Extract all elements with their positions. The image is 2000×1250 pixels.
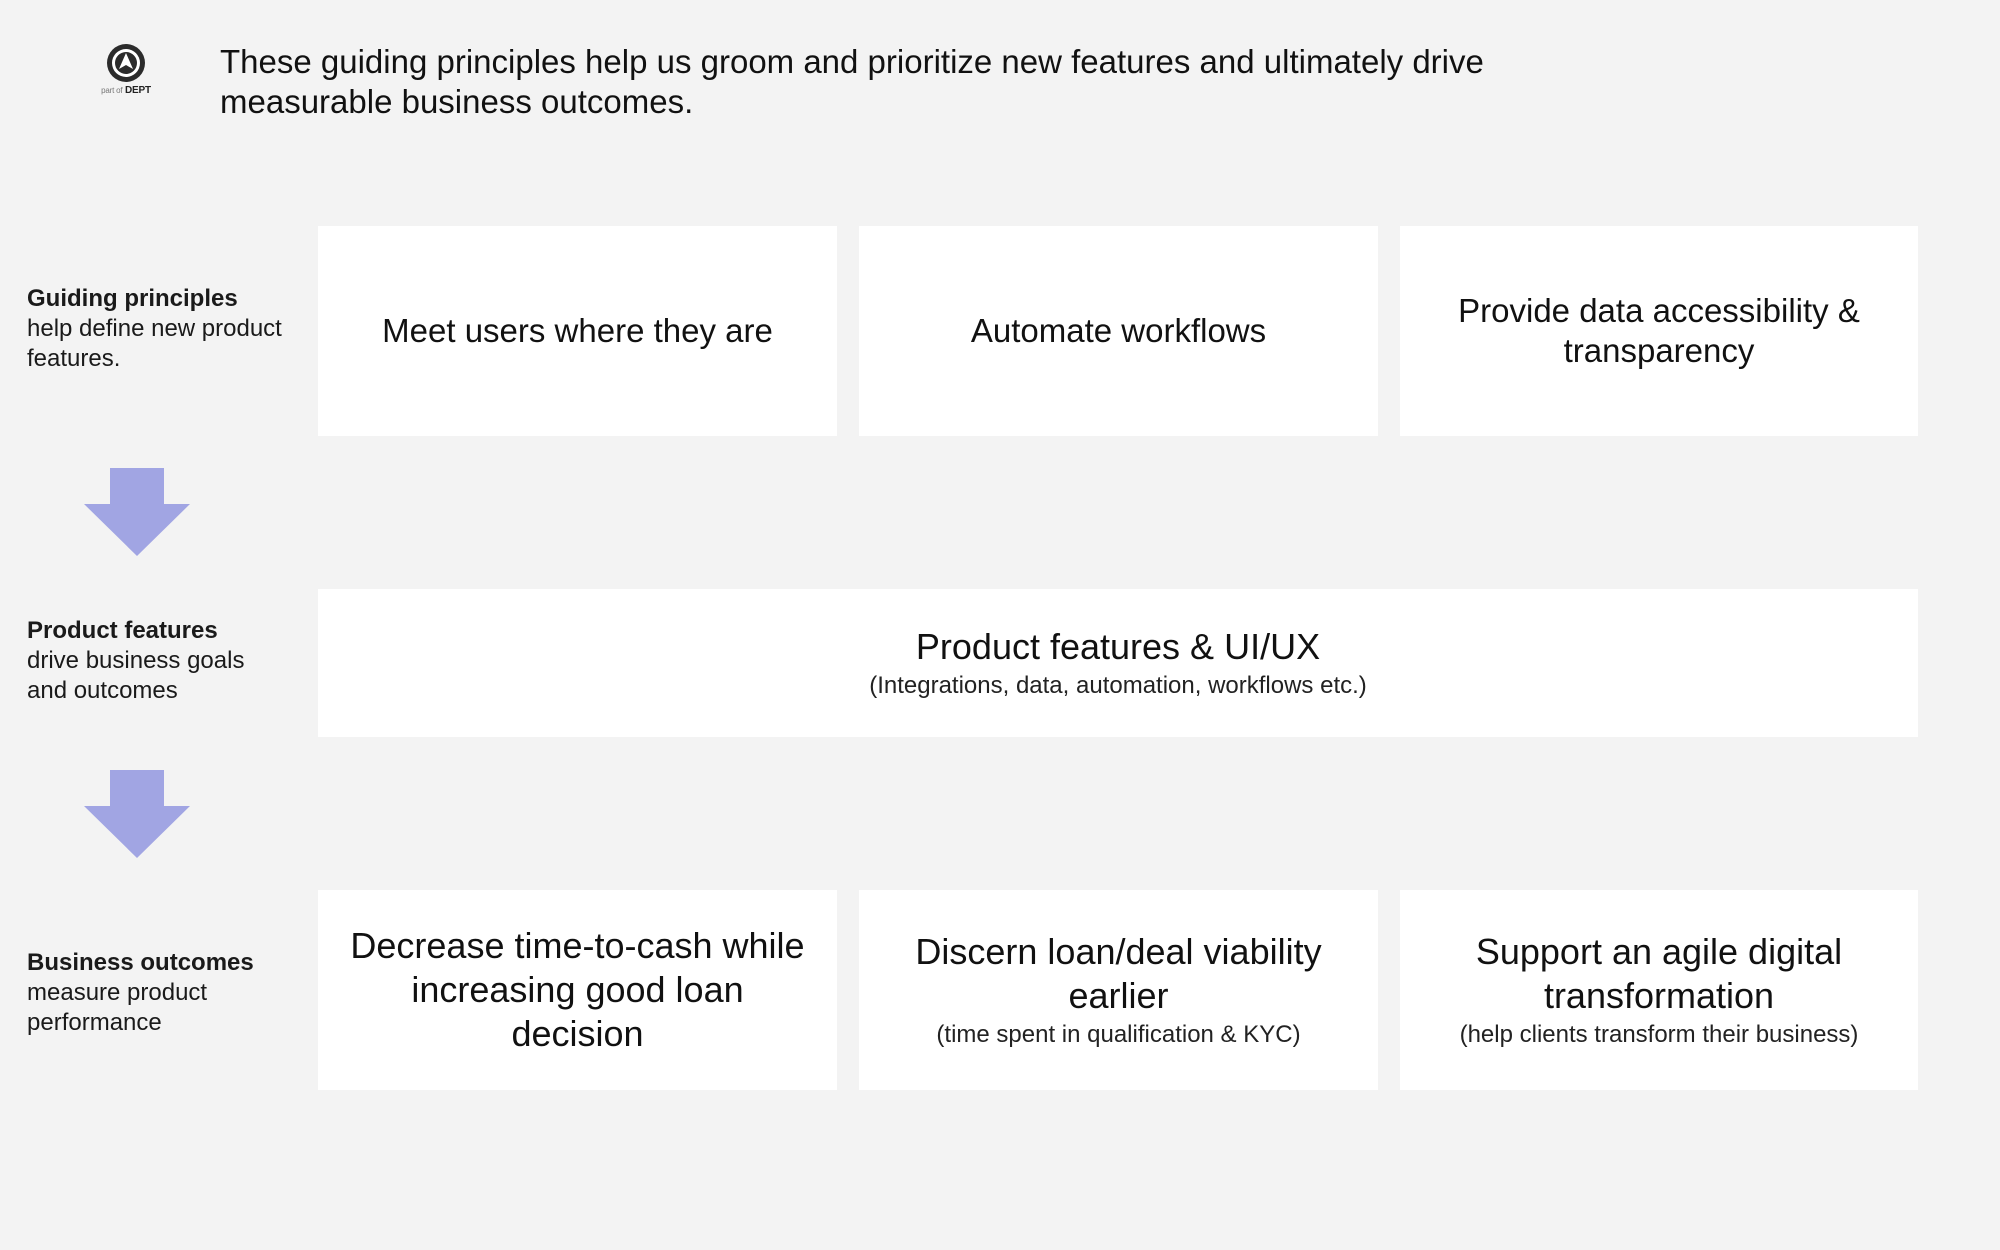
intro-text: These guiding principles help us groom a… xyxy=(220,43,1484,120)
box-text: Product features & UI/UX xyxy=(915,626,1321,667)
outcome-box-digital-transformation: Support an agile digital transformation … xyxy=(1400,890,1918,1090)
principle-box-data-accessibility: Provide data accessibility & transparenc… xyxy=(1400,226,1918,436)
row-label-business-outcomes: Business outcomes measure product perfor… xyxy=(27,948,287,1038)
box-text: Automate workflows xyxy=(970,312,1267,349)
row-label-title: Product features xyxy=(27,617,218,644)
row-label-guiding-principles: Guiding principles help define new produ… xyxy=(27,284,287,374)
box-subtext: (time spent in qualification & KYC) xyxy=(936,1021,1301,1048)
product-features-box: Product features & UI/UX (Integrations, … xyxy=(318,589,1918,737)
box-text: Decrease time-to-cash while increasing g… xyxy=(350,925,805,1054)
brand-logo-icon xyxy=(105,42,147,84)
logo-caption-brand: DEPT xyxy=(125,85,151,96)
row-label-product-features: Product features drive business goals an… xyxy=(27,616,287,706)
logo-caption-small: part of xyxy=(101,86,123,95)
principle-box-automate-workflows: Automate workflows xyxy=(859,226,1378,436)
arrow-down-icon xyxy=(84,468,190,556)
row-label-description: help define new product features. xyxy=(27,315,282,372)
outcome-box-loan-viability: Discern loan/deal viability earlier (tim… xyxy=(859,890,1378,1090)
box-text: Meet users where they are xyxy=(382,312,773,349)
arrow-down-icon xyxy=(84,770,190,858)
outcome-box-time-to-cash: Decrease time-to-cash while increasing g… xyxy=(318,890,837,1090)
row-label-description: measure product performance xyxy=(27,979,208,1036)
principle-box-meet-users: Meet users where they are xyxy=(318,226,837,436)
box-text: Support an agile digital transformation xyxy=(1475,931,1843,1016)
box-subtext: (help clients transform their business) xyxy=(1459,1021,1859,1048)
row-label-title: Business outcomes xyxy=(27,949,254,976)
box-subtext: (Integrations, data, automation, workflo… xyxy=(869,672,1367,699)
brand-logo: part of DEPT xyxy=(98,42,154,104)
row-label-title: Guiding principles xyxy=(27,285,238,312)
row-label-description: drive business goals and outcomes xyxy=(27,647,245,704)
box-text: Provide data accessibility & transparenc… xyxy=(1458,292,1860,369)
logo-caption: part of DEPT xyxy=(101,86,151,96)
box-text: Discern loan/deal viability earlier xyxy=(915,931,1322,1016)
